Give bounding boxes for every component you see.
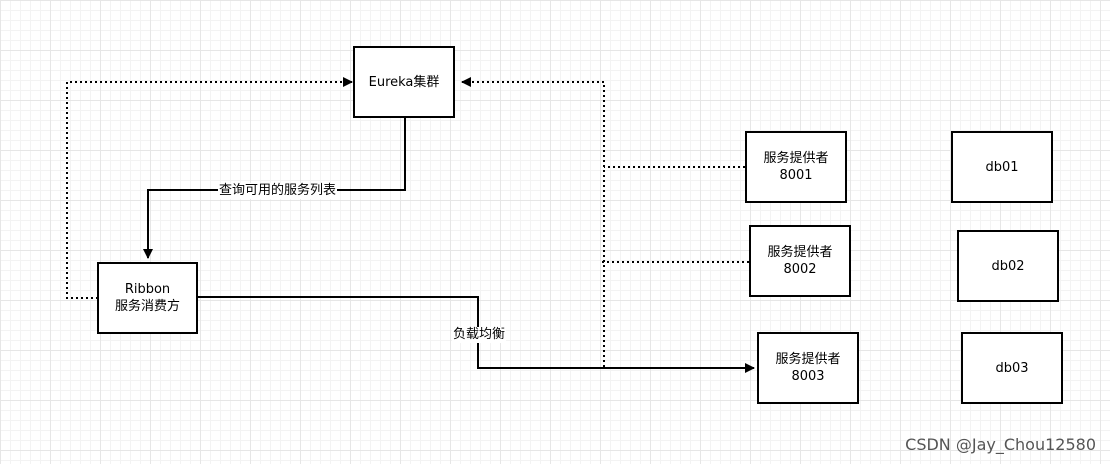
db01-label: db01: [985, 159, 1019, 175]
db02-label: db02: [991, 258, 1025, 274]
ribbon-label: Ribbon: [124, 282, 171, 297]
eureka-cluster-label: Eureka集群: [368, 74, 440, 90]
provider-8001-title: 服务提供者: [763, 151, 829, 166]
provider-8002-port: 8002: [783, 262, 817, 277]
provider-8003-node: 服务提供者 8003: [757, 332, 859, 404]
ribbon-consumer-node: Ribbon 服务消费方: [97, 262, 198, 334]
provider-8003-title: 服务提供者: [775, 352, 841, 367]
provider-8002-title: 服务提供者: [767, 245, 833, 260]
query-service-list-label: 查询可用的服务列表: [218, 183, 338, 199]
provider-registration-dotted-edge: [461, 77, 605, 367]
csdn-watermark: CSDN @Jay_Chou12580: [905, 435, 1096, 454]
ribbon-to-eureka-dotted-edge: [66, 77, 353, 299]
db01-node: db01: [951, 131, 1053, 203]
ribbon-role-label: 服务消费方: [114, 299, 180, 314]
eureka-cluster-node: Eureka集群: [353, 46, 455, 118]
load-balance-label: 负载均衡: [452, 327, 507, 343]
provider-8001-node: 服务提供者 8001: [745, 131, 847, 203]
db03-node: db03: [961, 332, 1063, 404]
provider-8003-port: 8003: [791, 369, 825, 384]
db03-label: db03: [995, 360, 1029, 376]
db02-node: db02: [957, 230, 1059, 302]
provider-8002-node: 服务提供者 8002: [749, 225, 851, 297]
provider-8001-port: 8001: [779, 168, 813, 183]
